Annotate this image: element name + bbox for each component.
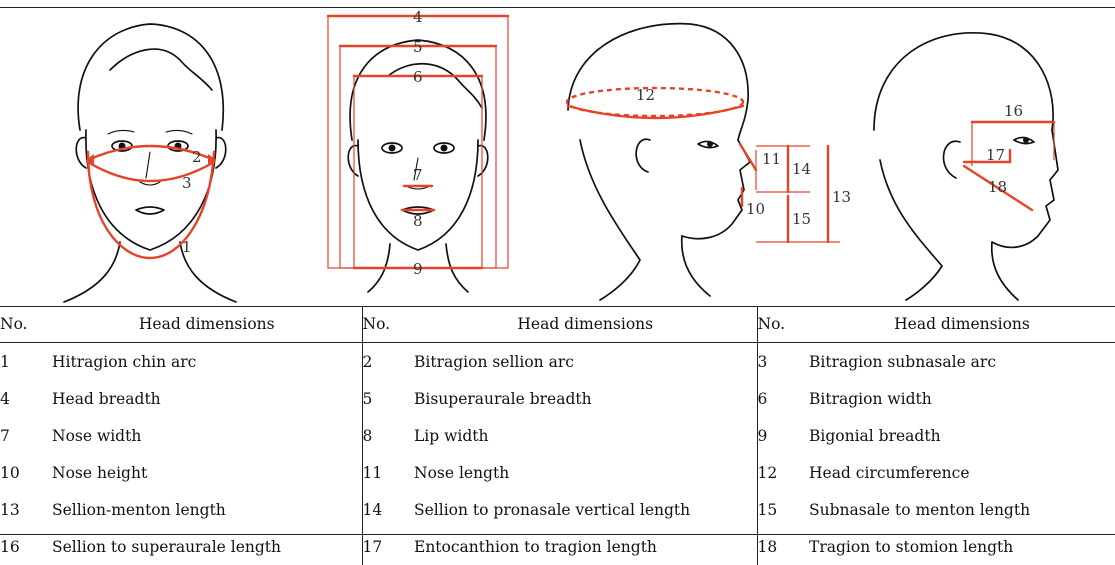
figure-profile-ear: 16 17 18: [860, 10, 1080, 306]
label-11: 11: [762, 150, 781, 168]
cell-dimension: Head circumference: [809, 454, 1115, 491]
face-profile: [682, 140, 750, 239]
cell-no: 8: [362, 417, 414, 454]
head-dimensions-table: No. Head dimensions No. Head dimensions …: [0, 306, 1115, 565]
cell-no: 7: [0, 417, 52, 454]
header-dimensions: Head dimensions: [414, 306, 757, 343]
label-4: 4: [413, 8, 423, 26]
figure-profile-lengths: 12 11 14 13 10 15: [560, 10, 850, 306]
cell-no: 12: [757, 454, 809, 491]
left-ear: [76, 138, 86, 168]
label-14: 14: [792, 160, 811, 178]
header-no: No.: [362, 306, 414, 343]
table-header-row: No. Head dimensions No. Head dimensions …: [0, 306, 1115, 343]
mouth: [136, 207, 164, 214]
cell-no: 15: [757, 491, 809, 528]
cell-dimension: Bisuperaurale breadth: [414, 380, 757, 417]
table-row: 1 Hitragion chin arc 2 Bitragion sellion…: [0, 343, 1115, 381]
table-row: 13 Sellion-menton length 14 Sellion to p…: [0, 491, 1115, 528]
profile-ear-drawing: 16 17 18: [860, 10, 1080, 306]
pupil: [707, 141, 713, 147]
front-face-arcs-drawing: 1 2 3: [50, 10, 250, 306]
ear: [636, 139, 650, 172]
hair-parting: [388, 64, 482, 108]
cell-dimension: Head breadth: [52, 380, 362, 417]
head-outline: [568, 24, 748, 140]
header-dimensions: Head dimensions: [809, 306, 1115, 343]
cell-dimension: Bitragion subnasale arc: [809, 343, 1115, 381]
label-5: 5: [413, 38, 423, 56]
cell-no: 14: [362, 491, 414, 528]
arc-1-hitragion-chin: [88, 152, 214, 258]
cell-dimension: Nose width: [52, 417, 362, 454]
back-of-head: [880, 160, 942, 300]
cell-dimension: Hitragion chin arc: [52, 343, 362, 381]
profile-lengths-drawing: 12 11 14 13 10 15: [560, 10, 850, 306]
label-13: 13: [832, 188, 851, 206]
left-ear: [348, 146, 358, 176]
bottom-rule: [0, 534, 1115, 535]
hair-parting: [110, 49, 212, 90]
top-rule: [0, 7, 1115, 8]
cell-dimension: Bitragion sellion arc: [414, 343, 757, 381]
neck: [992, 242, 1018, 300]
neck: [682, 236, 710, 296]
cell-dimension: Bitragion width: [809, 380, 1115, 417]
cell-no: 10: [0, 454, 52, 491]
label-15: 15: [792, 210, 811, 228]
ear: [944, 141, 960, 178]
figure-front-face-arcs: 1 2 3: [50, 10, 250, 306]
label-7: 7: [413, 166, 423, 184]
label-1: 1: [182, 238, 192, 256]
cell-dimension: Nose length: [414, 454, 757, 491]
cell-dimension: Lip width: [414, 417, 757, 454]
cell-no: 11: [362, 454, 414, 491]
header-no: No.: [757, 306, 809, 343]
table-row: 4 Head breadth 5 Bisuperaurale breadth 6…: [0, 380, 1115, 417]
right-ear: [478, 146, 488, 176]
cell-dimension: Bigonial breadth: [809, 417, 1115, 454]
cell-no: 5: [362, 380, 414, 417]
line-11: [740, 144, 756, 170]
hair-outline: [78, 24, 223, 130]
pupil: [1023, 137, 1029, 143]
left-brow: [108, 130, 134, 134]
cell-no: 9: [757, 417, 809, 454]
front-face-widths-drawing: 4 5 6 7 8 9: [318, 10, 518, 306]
cell-no: 6: [757, 380, 809, 417]
label-12: 12: [636, 86, 655, 104]
guides-16: [972, 122, 1054, 166]
back-of-head: [580, 140, 640, 300]
cell-dimension: Sellion to pronasale vertical length: [414, 491, 757, 528]
face-outline: [358, 140, 478, 250]
left-pupil: [389, 145, 396, 152]
table-row: 10 Nose height 11 Nose length 12 Head ci…: [0, 454, 1115, 491]
label-9: 9: [413, 260, 423, 278]
cell-no: 1: [0, 343, 52, 381]
cell-no: 3: [757, 343, 809, 381]
cell-dimension: Subnasale to menton length: [809, 491, 1115, 528]
label-16: 16: [1004, 102, 1023, 120]
label-2: 2: [192, 148, 202, 166]
neck: [64, 242, 236, 302]
cell-no: 2: [362, 343, 414, 381]
right-brow: [166, 130, 192, 134]
header-no: No.: [0, 306, 52, 343]
table-row: 7 Nose width 8 Lip width 9 Bigonial brea…: [0, 417, 1115, 454]
cell-dimension: Sellion-menton length: [52, 491, 362, 528]
label-3: 3: [182, 174, 192, 192]
right-pupil: [441, 145, 448, 152]
label-10: 10: [746, 200, 765, 218]
label-8: 8: [413, 212, 423, 230]
head-outline: [874, 33, 1053, 130]
cell-no: 4: [0, 380, 52, 417]
label-18: 18: [988, 178, 1007, 196]
label-17: 17: [986, 146, 1005, 164]
header-dimensions: Head dimensions: [52, 306, 362, 343]
label-6: 6: [413, 68, 423, 86]
right-ear: [216, 138, 226, 168]
figure-front-face-widths: 4 5 6 7 8 9: [318, 10, 518, 306]
cell-no: 13: [0, 491, 52, 528]
cell-dimension: Nose height: [52, 454, 362, 491]
